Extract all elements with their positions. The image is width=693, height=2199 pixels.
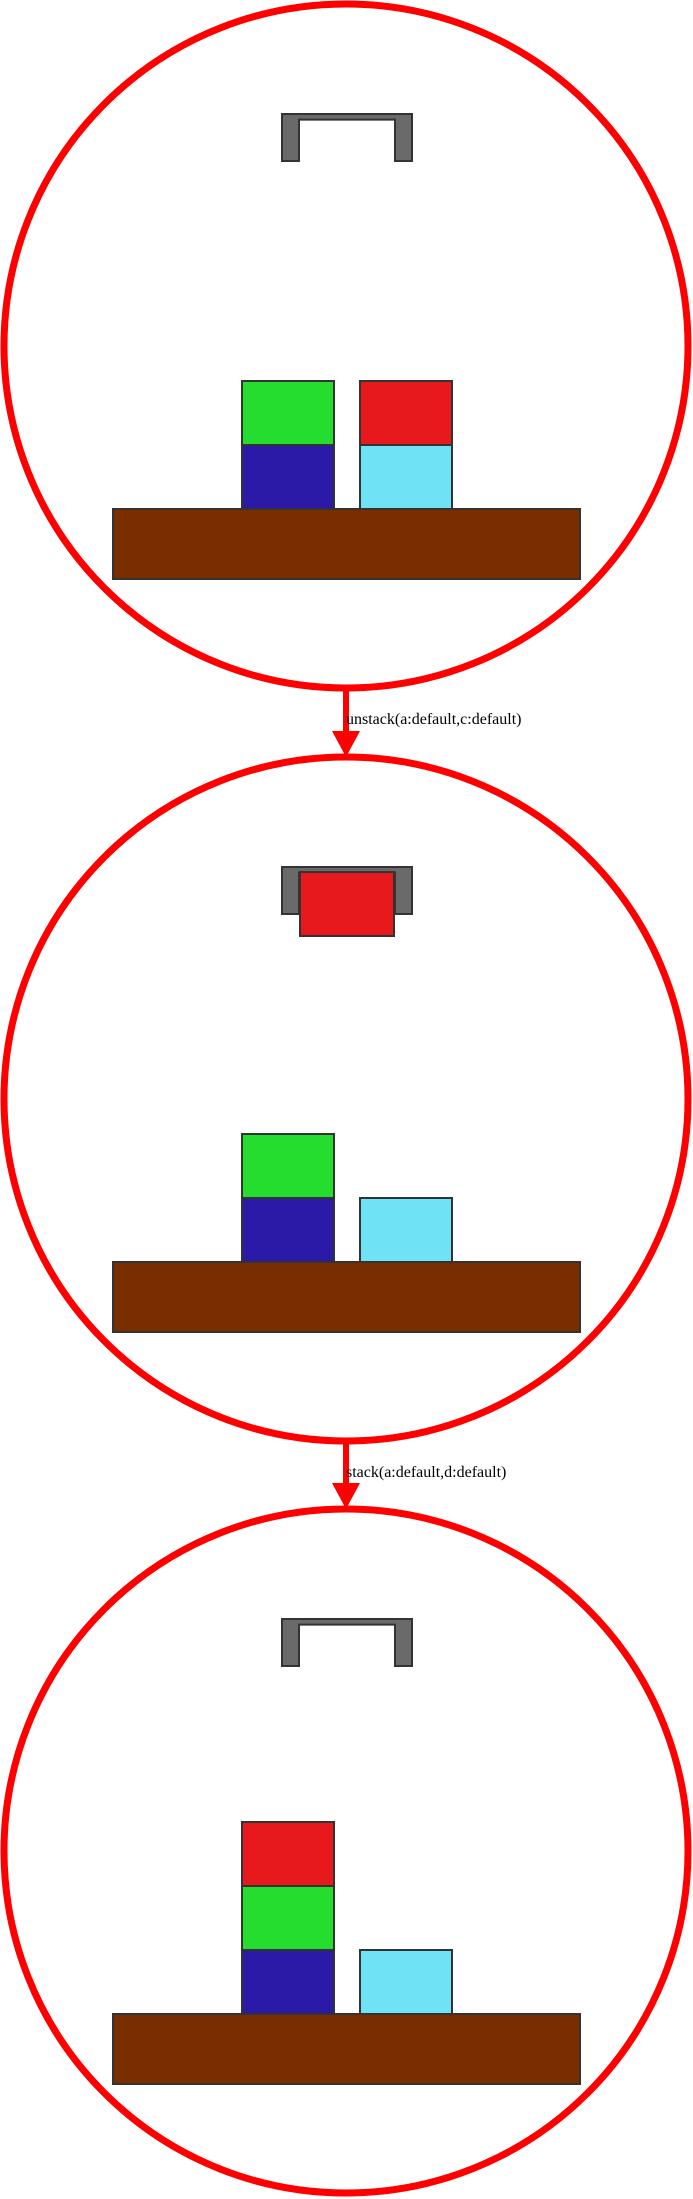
block-blue (241, 1949, 335, 2015)
table (112, 2013, 581, 2085)
state-2-ring (0, 753, 692, 1445)
transition-arrowhead (332, 731, 360, 757)
block-red (241, 1821, 335, 1887)
transition-label: stack(a:default,d:default) (346, 1464, 506, 1481)
block-green (241, 1885, 335, 1951)
state-1-ring (0, 0, 692, 692)
table (112, 508, 581, 580)
state-3-ring (0, 1505, 692, 2197)
block-green (241, 1133, 335, 1199)
transition-label: unstack(a:default,c:default) (346, 711, 521, 728)
state-1 (0, 0, 692, 692)
block-cyan (359, 1949, 453, 2015)
block-cyan (359, 444, 453, 510)
state-2 (0, 753, 692, 1445)
gripper (281, 113, 413, 162)
table (112, 1261, 581, 1333)
block-blue (241, 444, 335, 510)
block-red (359, 380, 453, 446)
gripper (281, 1618, 413, 1667)
transition-1: unstack(a:default,c:default) (332, 688, 521, 757)
block-green (241, 380, 335, 446)
transition-2: stack(a:default,d:default) (332, 1441, 506, 1509)
transition-arrowhead (332, 1483, 360, 1509)
held-block-red (299, 871, 395, 937)
state-3 (0, 1505, 692, 2197)
block-cyan (359, 1197, 453, 1263)
block-blue (241, 1197, 335, 1263)
